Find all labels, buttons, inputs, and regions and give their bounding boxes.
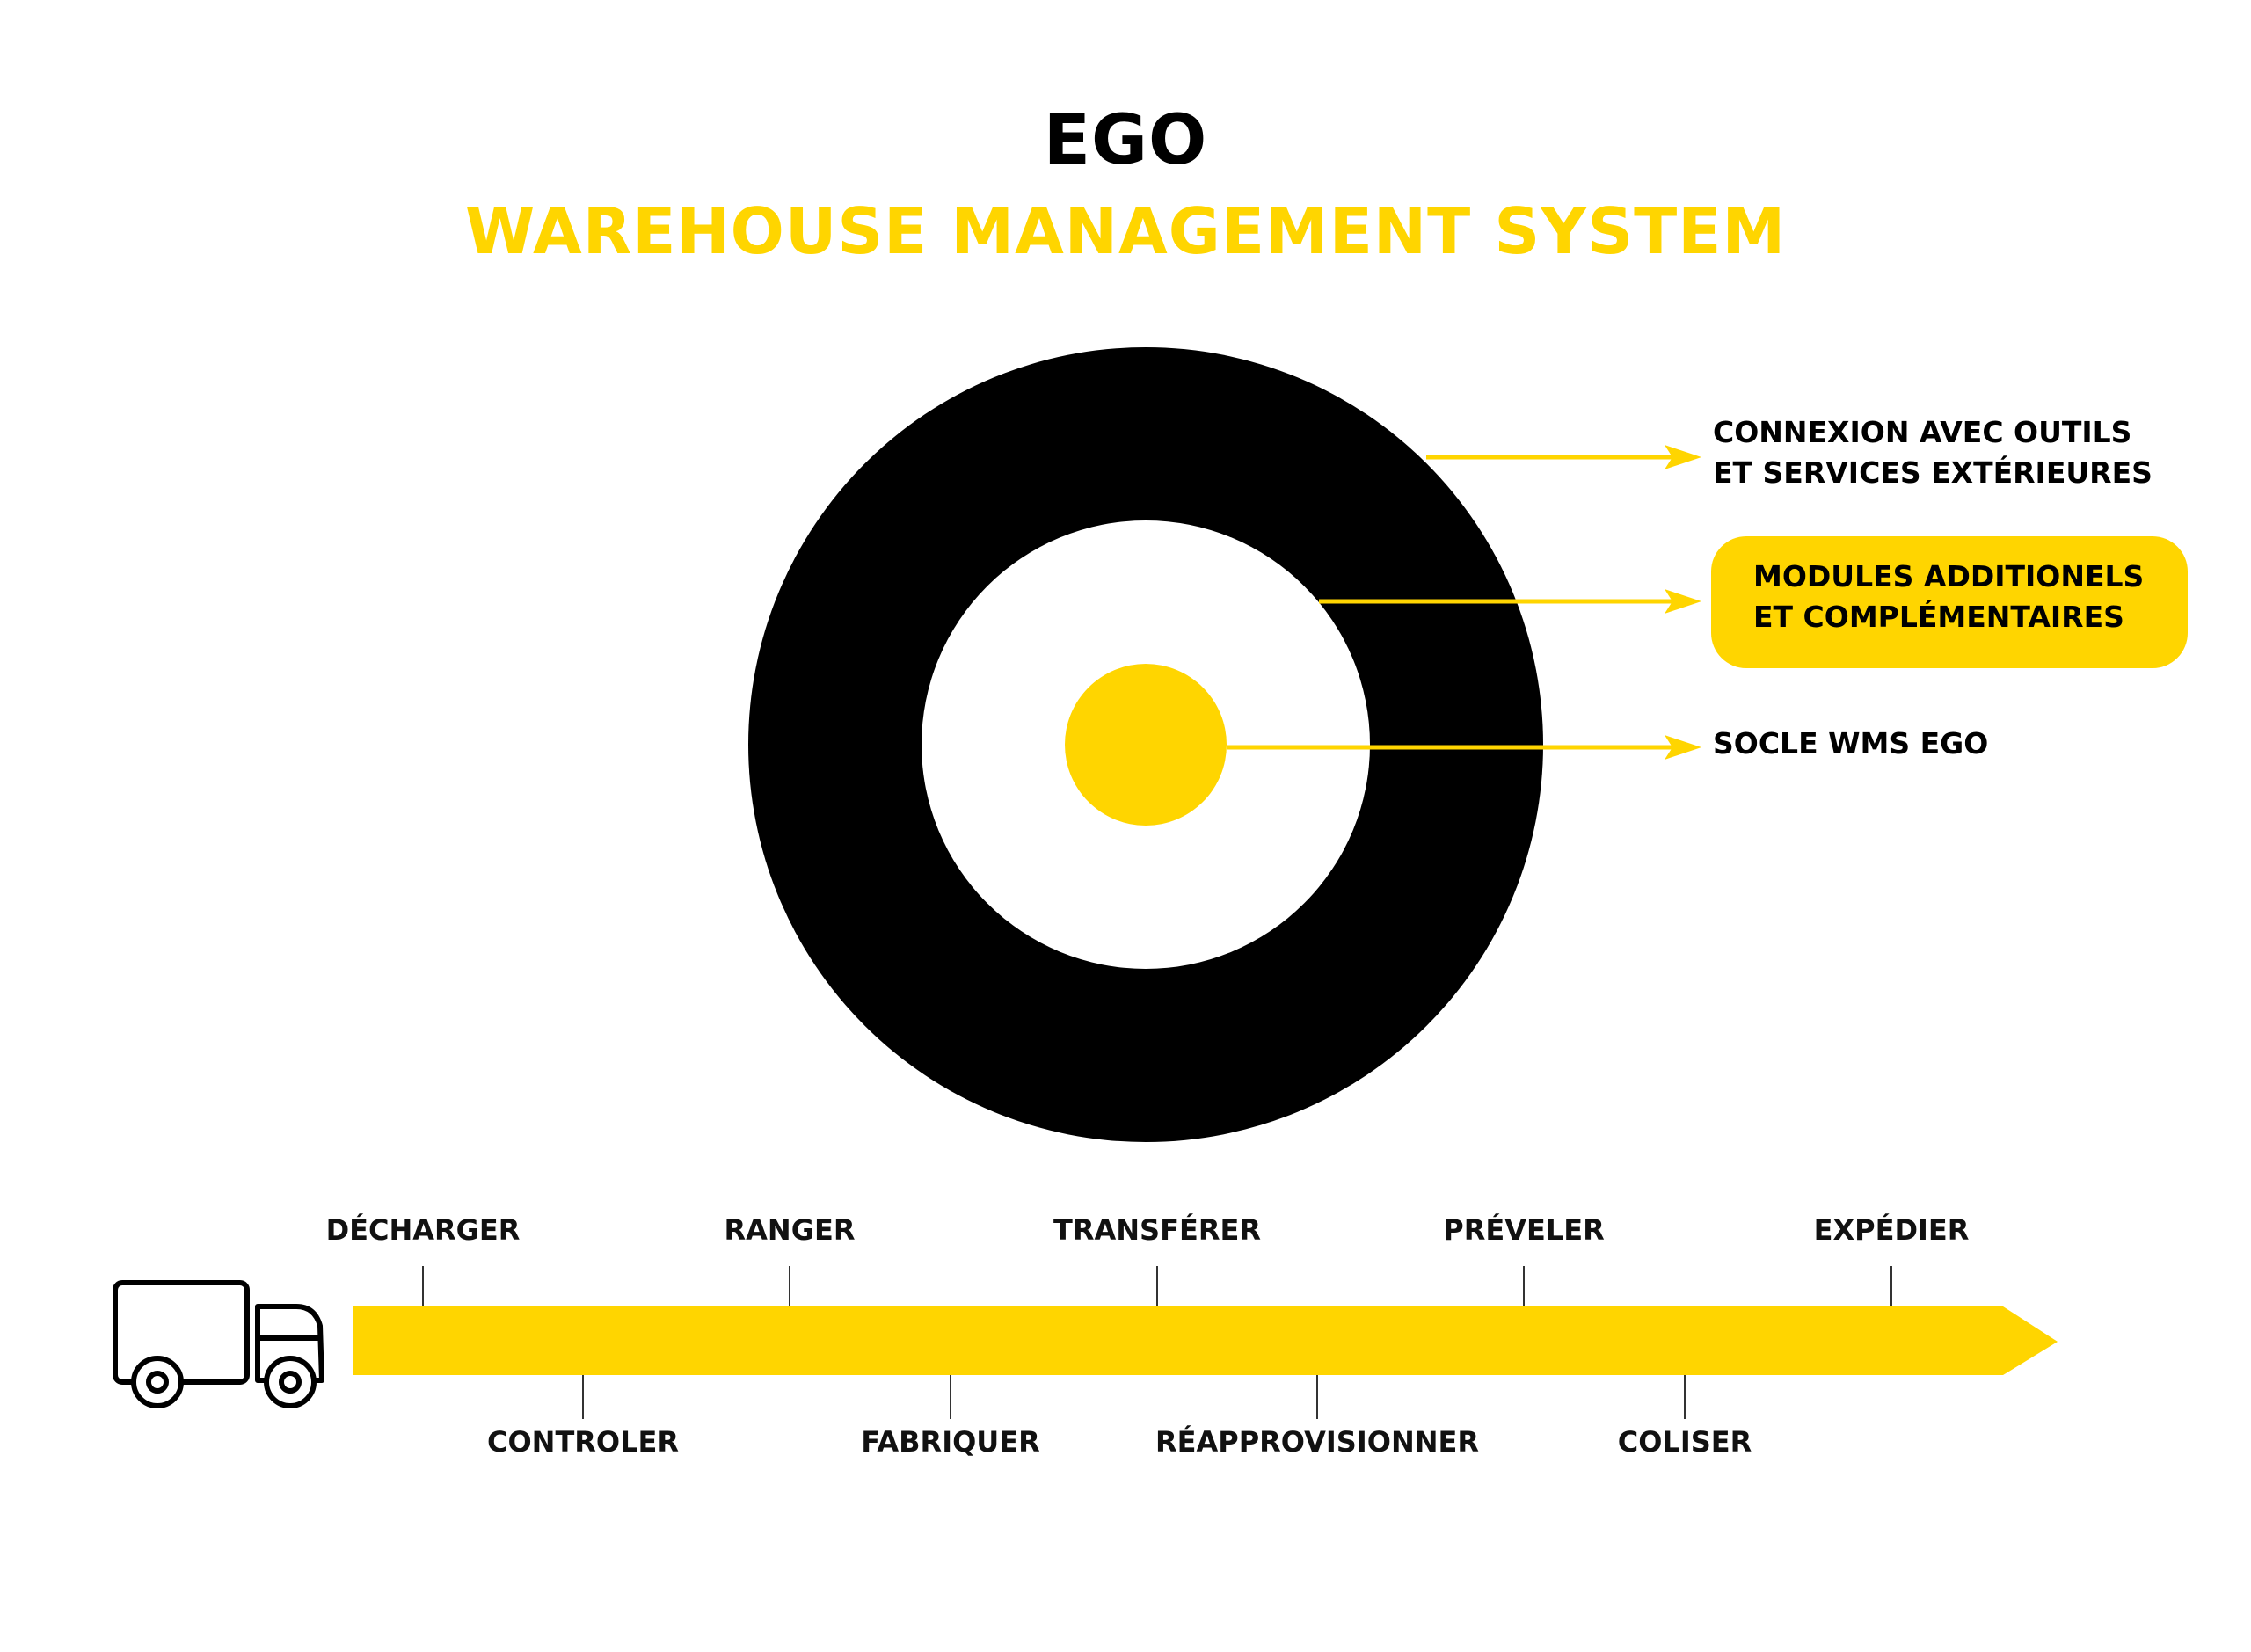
step-fabriquer: FABRIQUER (861, 1425, 1040, 1459)
truck-icon (113, 1280, 324, 1408)
step-controler: CONTROLER (486, 1425, 680, 1459)
process-arrow (353, 1306, 2058, 1375)
outer-layer-label-line-2: ET SERVICES EXTÉRIEURES (1713, 455, 2153, 490)
page-title: EGO (1043, 101, 1208, 180)
middle-layer-label: MODULES ADDITIONELS ET COMPLÉMENTAIRES (1711, 536, 2188, 668)
step-expedier: EXPÉDIER (1813, 1213, 1970, 1247)
step-transferer: TRANSFÉRER (1053, 1213, 1261, 1247)
outer-layer-label-line-1: CONNEXION AVEC OUTILS (1713, 415, 2132, 449)
page-subtitle: WAREHOUSE MANAGEMENT SYSTEM (464, 194, 1787, 268)
arrow-middle (1319, 589, 1701, 614)
arrow-outer (1426, 445, 1701, 469)
step-preveler: PRÉVELER (1443, 1213, 1605, 1247)
core-circle (1065, 664, 1227, 826)
outer-layer-label: CONNEXION AVEC OUTILS ET SERVICES EXTÉRI… (1713, 412, 2153, 493)
step-coliser: COLISER (1617, 1425, 1752, 1459)
step-ticks (422, 1266, 1892, 1419)
step-decharger: DÉCHARGER (325, 1213, 521, 1247)
middle-layer-label-line-2: ET COMPLÉMENTAIRES (1753, 600, 2124, 634)
middle-layer-label-line-1: MODULES ADDITIONELS (1753, 559, 2145, 593)
core-layer-label-line-1: SOCLE WMS EGO (1713, 726, 1989, 761)
step-ranger: RANGER (724, 1213, 856, 1247)
core-layer-label: SOCLE WMS EGO (1713, 724, 1988, 764)
arrow-core (1227, 735, 1701, 760)
step-reapprovisionner: RÉAPPROVISIONNER (1155, 1425, 1480, 1459)
